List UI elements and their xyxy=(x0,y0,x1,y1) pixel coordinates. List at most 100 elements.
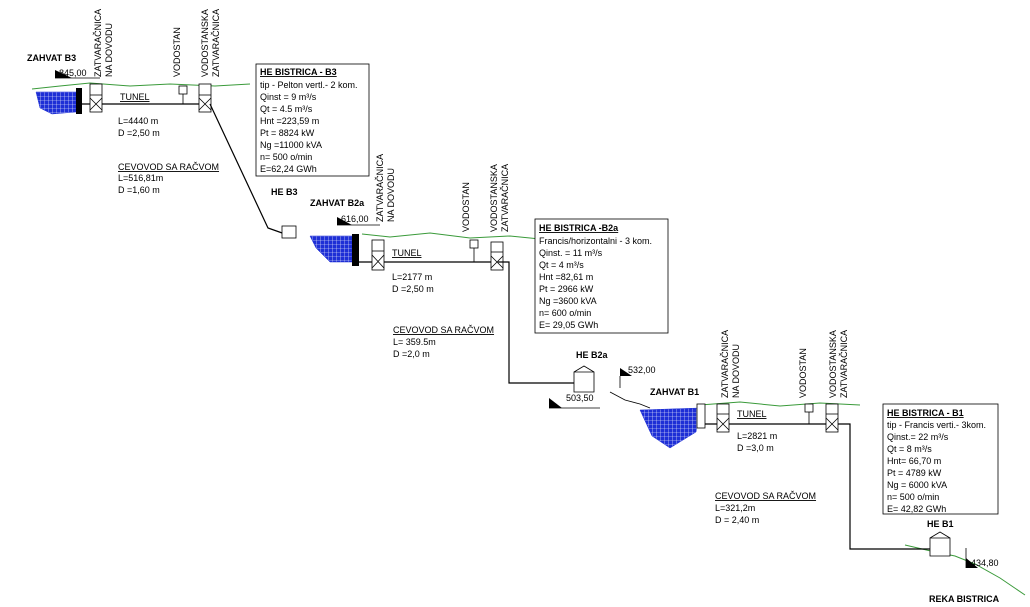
level-marker-b2a-right xyxy=(620,368,632,376)
info-line-b2a-0: Francis/horizontalni - 3 kom. xyxy=(539,236,652,246)
intake-title-b1: ZAHVAT B1 xyxy=(650,387,699,397)
gate2-label-b1-a: VODOSTANSKA xyxy=(828,330,838,398)
info-line-b3-6: n= 500 o/min xyxy=(260,152,312,162)
stage-lower: ZAHVAT B1 TUNEL L=2821 m D =3,0 m ZATVAR… xyxy=(639,330,1000,604)
tunnel-label-b3: TUNEL xyxy=(120,92,150,102)
info-line-b3-5: Ng =11000 kVA xyxy=(260,140,322,150)
surge-label-b3: VODOSTAN xyxy=(172,27,182,77)
info-box-b1: HE BISTRICA - B1 tip - Francis verti.- 3… xyxy=(882,403,999,515)
gate2-label-b3-a: VODOSTANSKA xyxy=(200,9,210,77)
intake-title-b2a: ZAHVAT B2a xyxy=(310,198,365,208)
info-line-b2a-3: Hnt =82,61 m xyxy=(539,272,593,282)
penstock-diameter-b1: D = 2,40 m xyxy=(715,515,759,525)
surge-gate-b3 xyxy=(198,83,212,113)
gate1-label-b2a-b: NA DOVODU xyxy=(386,168,396,222)
plant-level-right-b2a: 532,00 xyxy=(628,365,656,375)
surge-label-b2a: VODOSTAN xyxy=(461,182,471,232)
info-line-b2a-6: n= 600 o/min xyxy=(539,308,591,318)
gate2-label-b2a-a: VODOSTANSKA xyxy=(489,164,499,232)
penstock-length-b3: L=516,81m xyxy=(118,173,163,183)
powerhouse-b2a xyxy=(573,365,595,393)
tunnel-label-b2a: TUNEL xyxy=(392,248,422,258)
gate1-label-b2a-a: ZATVARAČNICA xyxy=(375,154,385,222)
info-line-b2a-1: Qinst. = 11 m³/s xyxy=(539,248,603,258)
intake-level-b3: 845,00 xyxy=(59,68,87,78)
info-line-b1-7: E= 42,82 GWh xyxy=(887,504,946,514)
reservoir-b2a xyxy=(309,235,353,263)
penstock-title-b3: CEVOVOD SA RAČVOM xyxy=(118,162,219,172)
plant-label-b2a: HE B2a xyxy=(576,350,609,360)
level-marker-b2a xyxy=(337,217,352,225)
info-line-b3-4: Pt = 8824 kW xyxy=(260,128,315,138)
surge-tank-b2a xyxy=(469,239,479,249)
info-line-b1-4: Pt = 4789 kW xyxy=(887,468,942,478)
info-box-b2a: HE BISTRICA -B2a Francis/horizontalni - … xyxy=(534,218,669,334)
penstock-b2a xyxy=(498,261,578,384)
intake-level-b2a: 616,00 xyxy=(341,214,369,224)
info-line-b3-0: tip - Pelton vertl.- 2 kom. xyxy=(260,80,358,90)
penstock-b1 xyxy=(848,423,930,550)
dam-b2a xyxy=(352,234,359,266)
gate2-label-b1-b: ZATVARAČNICA xyxy=(839,330,849,398)
info-line-b1-2: Qt = 8 m³/s xyxy=(887,444,932,454)
tunnel-length-b3: L=4440 m xyxy=(118,116,158,126)
level-marker-b2a-left xyxy=(549,398,562,408)
surge-gate-b2a xyxy=(490,241,504,271)
tunnel-diameter-b1: D =3,0 m xyxy=(737,443,774,453)
plant-label-b3: HE B3 xyxy=(271,187,298,197)
level-marker-b3 xyxy=(55,70,72,78)
terrain xyxy=(31,82,1026,596)
reservoir-b3 xyxy=(35,91,77,115)
plant-level-b1: 434,80 xyxy=(971,558,999,568)
surge-tank-b1 xyxy=(804,403,814,413)
info-line-b1-3: Hnt= 66,70 m xyxy=(887,456,941,466)
penstock-b3 xyxy=(209,103,286,235)
info-line-b3-7: E=62,24 GWh xyxy=(260,164,317,174)
info-title-b2a: HE BISTRICA -B2a xyxy=(539,223,619,233)
info-line-b2a-2: Qt = 4 m³/s xyxy=(539,260,584,270)
info-title-b1: HE BISTRICA - B1 xyxy=(887,408,964,418)
powerhouse-b1 xyxy=(929,531,951,557)
surge-gate-b1 xyxy=(825,403,839,433)
info-line-b2a-5: Ng =3600 kVA xyxy=(539,296,597,306)
tunnel-diameter-b2a: D =2,50 m xyxy=(392,284,434,294)
intake-title-b3: ZAHVAT B3 xyxy=(27,53,76,63)
penstock-length-b2a: L= 359.5m xyxy=(393,337,436,347)
tunnel-label-b1: TUNEL xyxy=(737,409,767,419)
penstock-title-b1: CEVOVOD SA RAČVOM xyxy=(715,491,816,501)
info-line-b3-1: Qinst = 9 m³/s xyxy=(260,92,317,102)
terrain-upper xyxy=(31,82,251,90)
tunnel-length-b1: L=2821 m xyxy=(737,431,777,441)
tunnel-diameter-b3: D =2,50 m xyxy=(118,128,160,138)
gate1-label-b3-b: NA DOVODU xyxy=(104,23,114,77)
penstock-diameter-b2a: D =2,0 m xyxy=(393,349,430,359)
info-line-b2a-7: E= 29,05 GWh xyxy=(539,320,598,330)
info-line-b1-0: tip - Francis verti.- 3kom. xyxy=(887,420,986,430)
info-line-b3-3: Hnt =223,59 m xyxy=(260,116,319,126)
gate1-label-b1-b: NA DOVODU xyxy=(731,344,741,398)
info-box-b3: HE BISTRICA - B3 tip - Pelton vertl.- 2 … xyxy=(255,63,370,177)
penstock-length-b1: L=321,2m xyxy=(715,503,755,513)
gate2-label-b3-b: ZATVARAČNICA xyxy=(211,9,221,77)
intake-gate-b3 xyxy=(89,83,103,113)
info-line-b1-1: Qinst.= 22 m³/s xyxy=(887,432,949,442)
plant-label-b1: HE B1 xyxy=(927,519,954,529)
info-line-b3-2: Qt = 4.5 m³/s xyxy=(260,104,313,114)
surge-label-b1: VODOSTAN xyxy=(798,348,808,398)
penstock-title-b2a: CEVOVOD SA RAČVOM xyxy=(393,325,494,335)
info-line-b1-5: Ng = 6000 kVA xyxy=(887,480,947,490)
terrain-middle xyxy=(361,232,541,240)
intake-gate-b1 xyxy=(716,403,730,433)
reservoir-b1 xyxy=(639,407,701,449)
tunnel-length-b2a: L=2177 m xyxy=(392,272,432,282)
river-label: REKA BISTRICA xyxy=(929,594,1000,604)
terrain-river xyxy=(904,544,1026,596)
gate2-label-b2a-b: ZATVARAČNICA xyxy=(500,164,510,232)
gate1-label-b1-a: ZATVARAČNICA xyxy=(720,330,730,398)
info-title-b3: HE BISTRICA - B3 xyxy=(260,67,337,77)
plant-level-left-b2a: 503,50 xyxy=(566,393,594,403)
gate1-label-b3-a: ZATVARAČNICA xyxy=(93,9,103,77)
level-marker-b1 xyxy=(966,558,978,568)
tailrace-b2a xyxy=(609,391,651,409)
